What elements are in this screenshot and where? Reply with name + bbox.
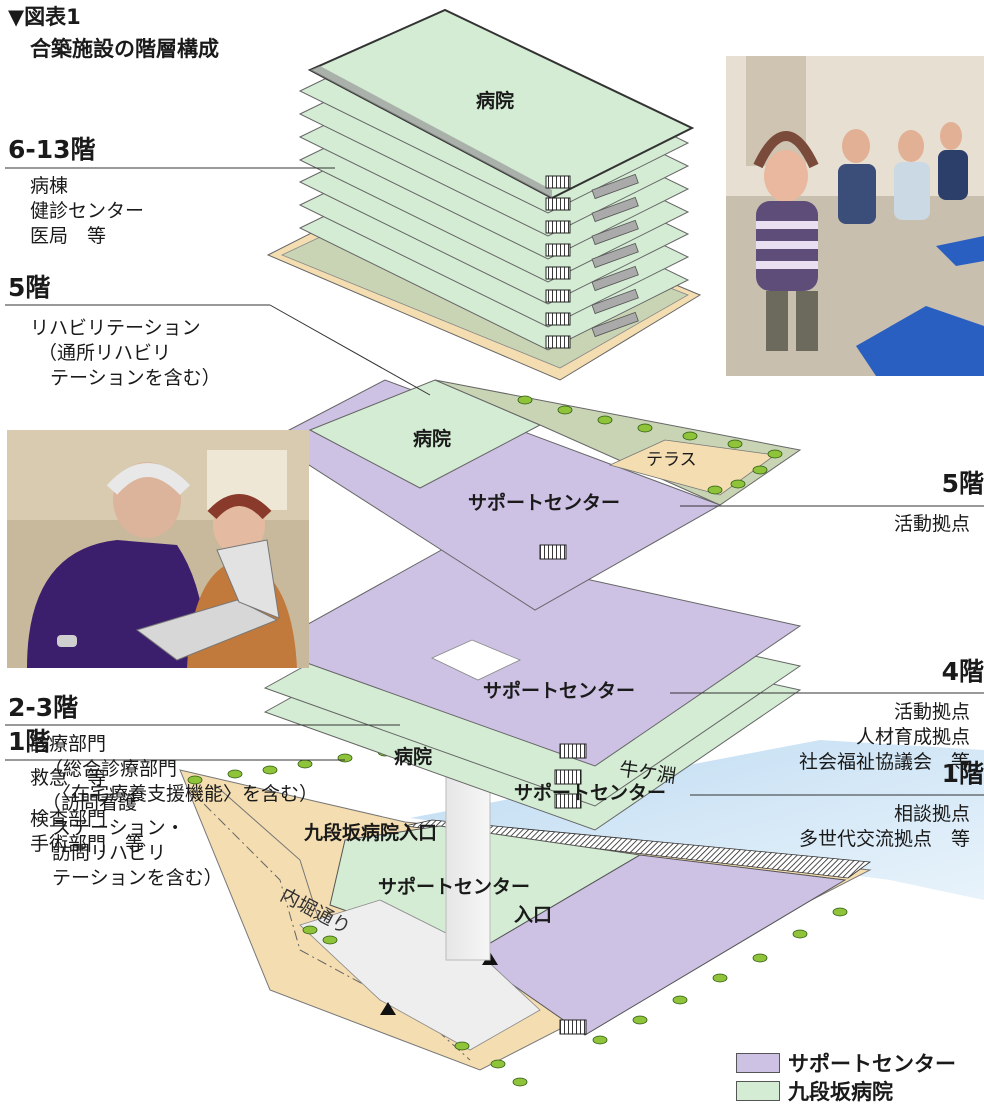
left-desc-1: 救急 等 （訪問看護 ステーション・ 訪問リハビリ テーションを含む）: [30, 767, 223, 889]
left-desc-2-3: 診療部門 （総合診療部門 〈在宅療養支援機能〉を含む） 検査部門 手術部門 等: [30, 733, 319, 855]
right-desc-5: 活動拠点: [893, 513, 970, 535]
photo-computer-class: [7, 430, 309, 668]
floor-4f-plate: [263, 547, 802, 767]
label-support-entrance: サポートセンター: [378, 876, 531, 898]
left-floor-5: 5階: [8, 273, 51, 302]
floors-6-13: [266, 8, 702, 381]
entry-area: [299, 899, 541, 1051]
label-hospital-entrance: 九段坂病院入口: [304, 822, 438, 844]
hospital-entrance-arrow: [380, 1002, 396, 1015]
label-support-1f: サポートセンター: [514, 782, 667, 804]
right-floor-5: 5階: [941, 469, 984, 498]
figure-tag: ▼図表1: [8, 5, 81, 29]
left-desc-5: リハビリテーション （通所リハビリ テーションを含む）: [30, 317, 221, 389]
floors-2-4: [263, 547, 802, 831]
label-support-5f: サポートセンター: [468, 492, 621, 514]
floor-5f: [269, 379, 802, 611]
label-hospital-1f: 病院: [394, 746, 433, 768]
photo-exercise-class: [726, 56, 984, 376]
figure-title: 合築施設の階層構成: [30, 37, 219, 61]
label-hospital-5f: 病院: [413, 428, 452, 450]
legend-hospital-swatch: [736, 1081, 780, 1101]
support-1f-block: [469, 854, 847, 1036]
left-floor-2-3: 2-3階: [8, 693, 79, 722]
embankment-hatch: [404, 819, 872, 879]
legend-hospital: 九段坂病院: [736, 1076, 893, 1106]
left-desc-6-13: 病棟 健診センター 医局 等: [30, 175, 145, 247]
stairs-1f: [559, 1019, 587, 1035]
left-floor-1-visible: 1階: [8, 727, 51, 756]
leader-lines: [5, 167, 984, 796]
street-line: [189, 789, 471, 1061]
label-hospital-top: 病院: [476, 90, 515, 112]
legend-hospital-label: 九段坂病院: [788, 1080, 893, 1104]
legend-support: サポートセンター: [736, 1048, 956, 1078]
trees: [187, 747, 848, 1087]
label-support-4f: サポートセンター: [483, 680, 636, 702]
left-floor-6-13: 6-13階: [8, 135, 96, 164]
right-floor-4: 4階: [941, 657, 984, 686]
street-line-2: [214, 784, 323, 931]
right-floor-1: 1階: [941, 759, 984, 788]
label-support-entrance-2: 入口: [514, 904, 553, 926]
legend-support-label: サポートセンター: [788, 1052, 956, 1076]
right-desc-4: 活動拠点 人材育成拠点 社会福祉協議会 等: [798, 701, 970, 773]
label-terrace: テラス: [646, 450, 697, 470]
legend-support-swatch: [736, 1053, 780, 1073]
right-desc-1: 相談拠点 多世代交流拠点 等: [798, 803, 970, 850]
